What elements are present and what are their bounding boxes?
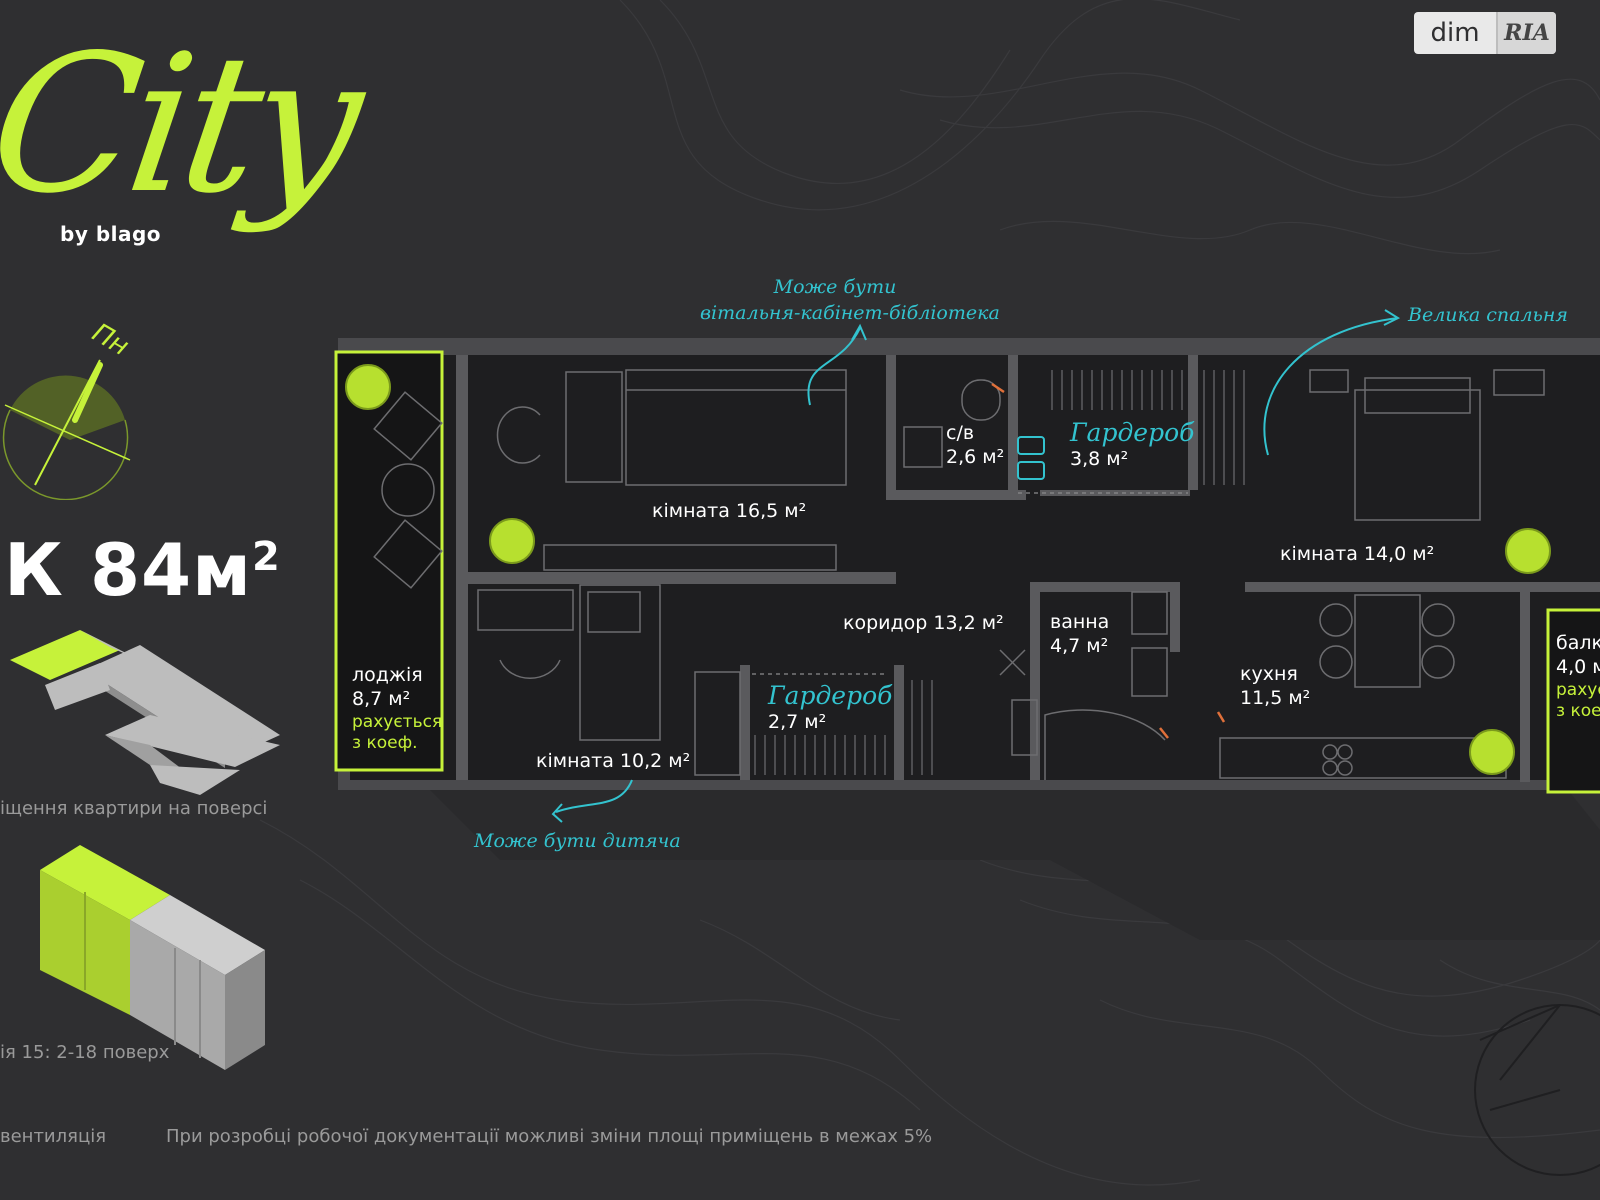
bath-name: ванна <box>1050 611 1110 633</box>
wardrobe2-name: Гардероб <box>768 681 893 710</box>
balcony-note1: рахує <box>1556 679 1600 700</box>
room-wardrobe-1: Гардероб 3,8 м² <box>1070 417 1194 472</box>
loggia-name: лоджія <box>352 664 423 686</box>
loggia-area: 8,7 м² <box>352 687 411 710</box>
room-loggia: лоджія 8,7 м² рахується з коеф. <box>352 664 442 754</box>
wc-name: с/в <box>946 422 975 444</box>
wardrobe1-area: 3,8 м² <box>1070 448 1129 471</box>
balcony-note2: з кое <box>1556 700 1600 721</box>
plant-icons <box>345 364 1551 775</box>
loggia-outline <box>334 350 444 772</box>
disclaimer-caption: При розробці робочої документації можлив… <box>166 1126 933 1147</box>
section-caption: ія 15: 2-18 поверх <box>0 1042 170 1063</box>
room-1-label: кімната 16,5 м² <box>652 500 807 522</box>
room-balcony: балк 4,0 м рахує з кое <box>1556 632 1600 722</box>
size-sup: 2 <box>251 534 281 580</box>
kitchen-area: 11,5 м² <box>1240 686 1311 709</box>
loggia-note1: рахується <box>352 711 443 732</box>
size-value: 84м <box>89 528 252 612</box>
floor-position-diagram <box>10 630 280 795</box>
note-living-line1: Може бути <box>773 276 897 298</box>
dim-ria-badge[interactable]: dim RIA <box>1414 12 1556 54</box>
note-kids: Може бути дитяча <box>474 830 681 852</box>
room-wc: с/в 2,6 м² <box>946 422 1004 470</box>
note-living-line2: вітальня-кабінет-бібліотека <box>700 302 1000 324</box>
section-diagram <box>40 845 265 1070</box>
floor-position-caption: іщення квартири на поверсі <box>0 798 268 819</box>
room-2-label: кімната 10,2 м² <box>536 750 691 772</box>
room-3-label: кімната 14,0 м² <box>1280 543 1435 565</box>
loggia-note2: з коеф. <box>352 732 418 753</box>
room-kitchen: кухня 11,5 м² <box>1240 663 1310 711</box>
note-living: Може бути вітальня-кабінет-бібліотека <box>700 276 1000 324</box>
room-bath: ванна 4,7 м² <box>1050 611 1109 659</box>
room-wardrobe-2: Гардероб 2,7 м² <box>768 680 892 735</box>
wardrobe1-name: Гардероб <box>1070 418 1195 447</box>
corridor-label: коридор 13,2 м² <box>843 612 1004 634</box>
kitchen-name: кухня <box>1240 663 1298 685</box>
wc-area: 2,6 м² <box>946 445 1005 468</box>
badge-dim: dim <box>1430 18 1480 48</box>
size-prefix: К <box>4 528 64 612</box>
compass-icon <box>2 359 131 500</box>
bath-area: 4,7 м² <box>1050 634 1109 657</box>
logo-byline: by blago <box>60 222 162 246</box>
apartment-size: К 84м2 <box>4 528 281 612</box>
wardrobe2-area: 2,7 м² <box>768 711 827 734</box>
ventilation-caption: вентиляція <box>0 1126 107 1147</box>
badge-ria: RIA <box>1496 12 1556 54</box>
note-bedroom: Велика спальня <box>1408 304 1568 326</box>
balcony-area: 4,0 м <box>1556 655 1600 678</box>
balcony-name: балк <box>1556 632 1600 654</box>
